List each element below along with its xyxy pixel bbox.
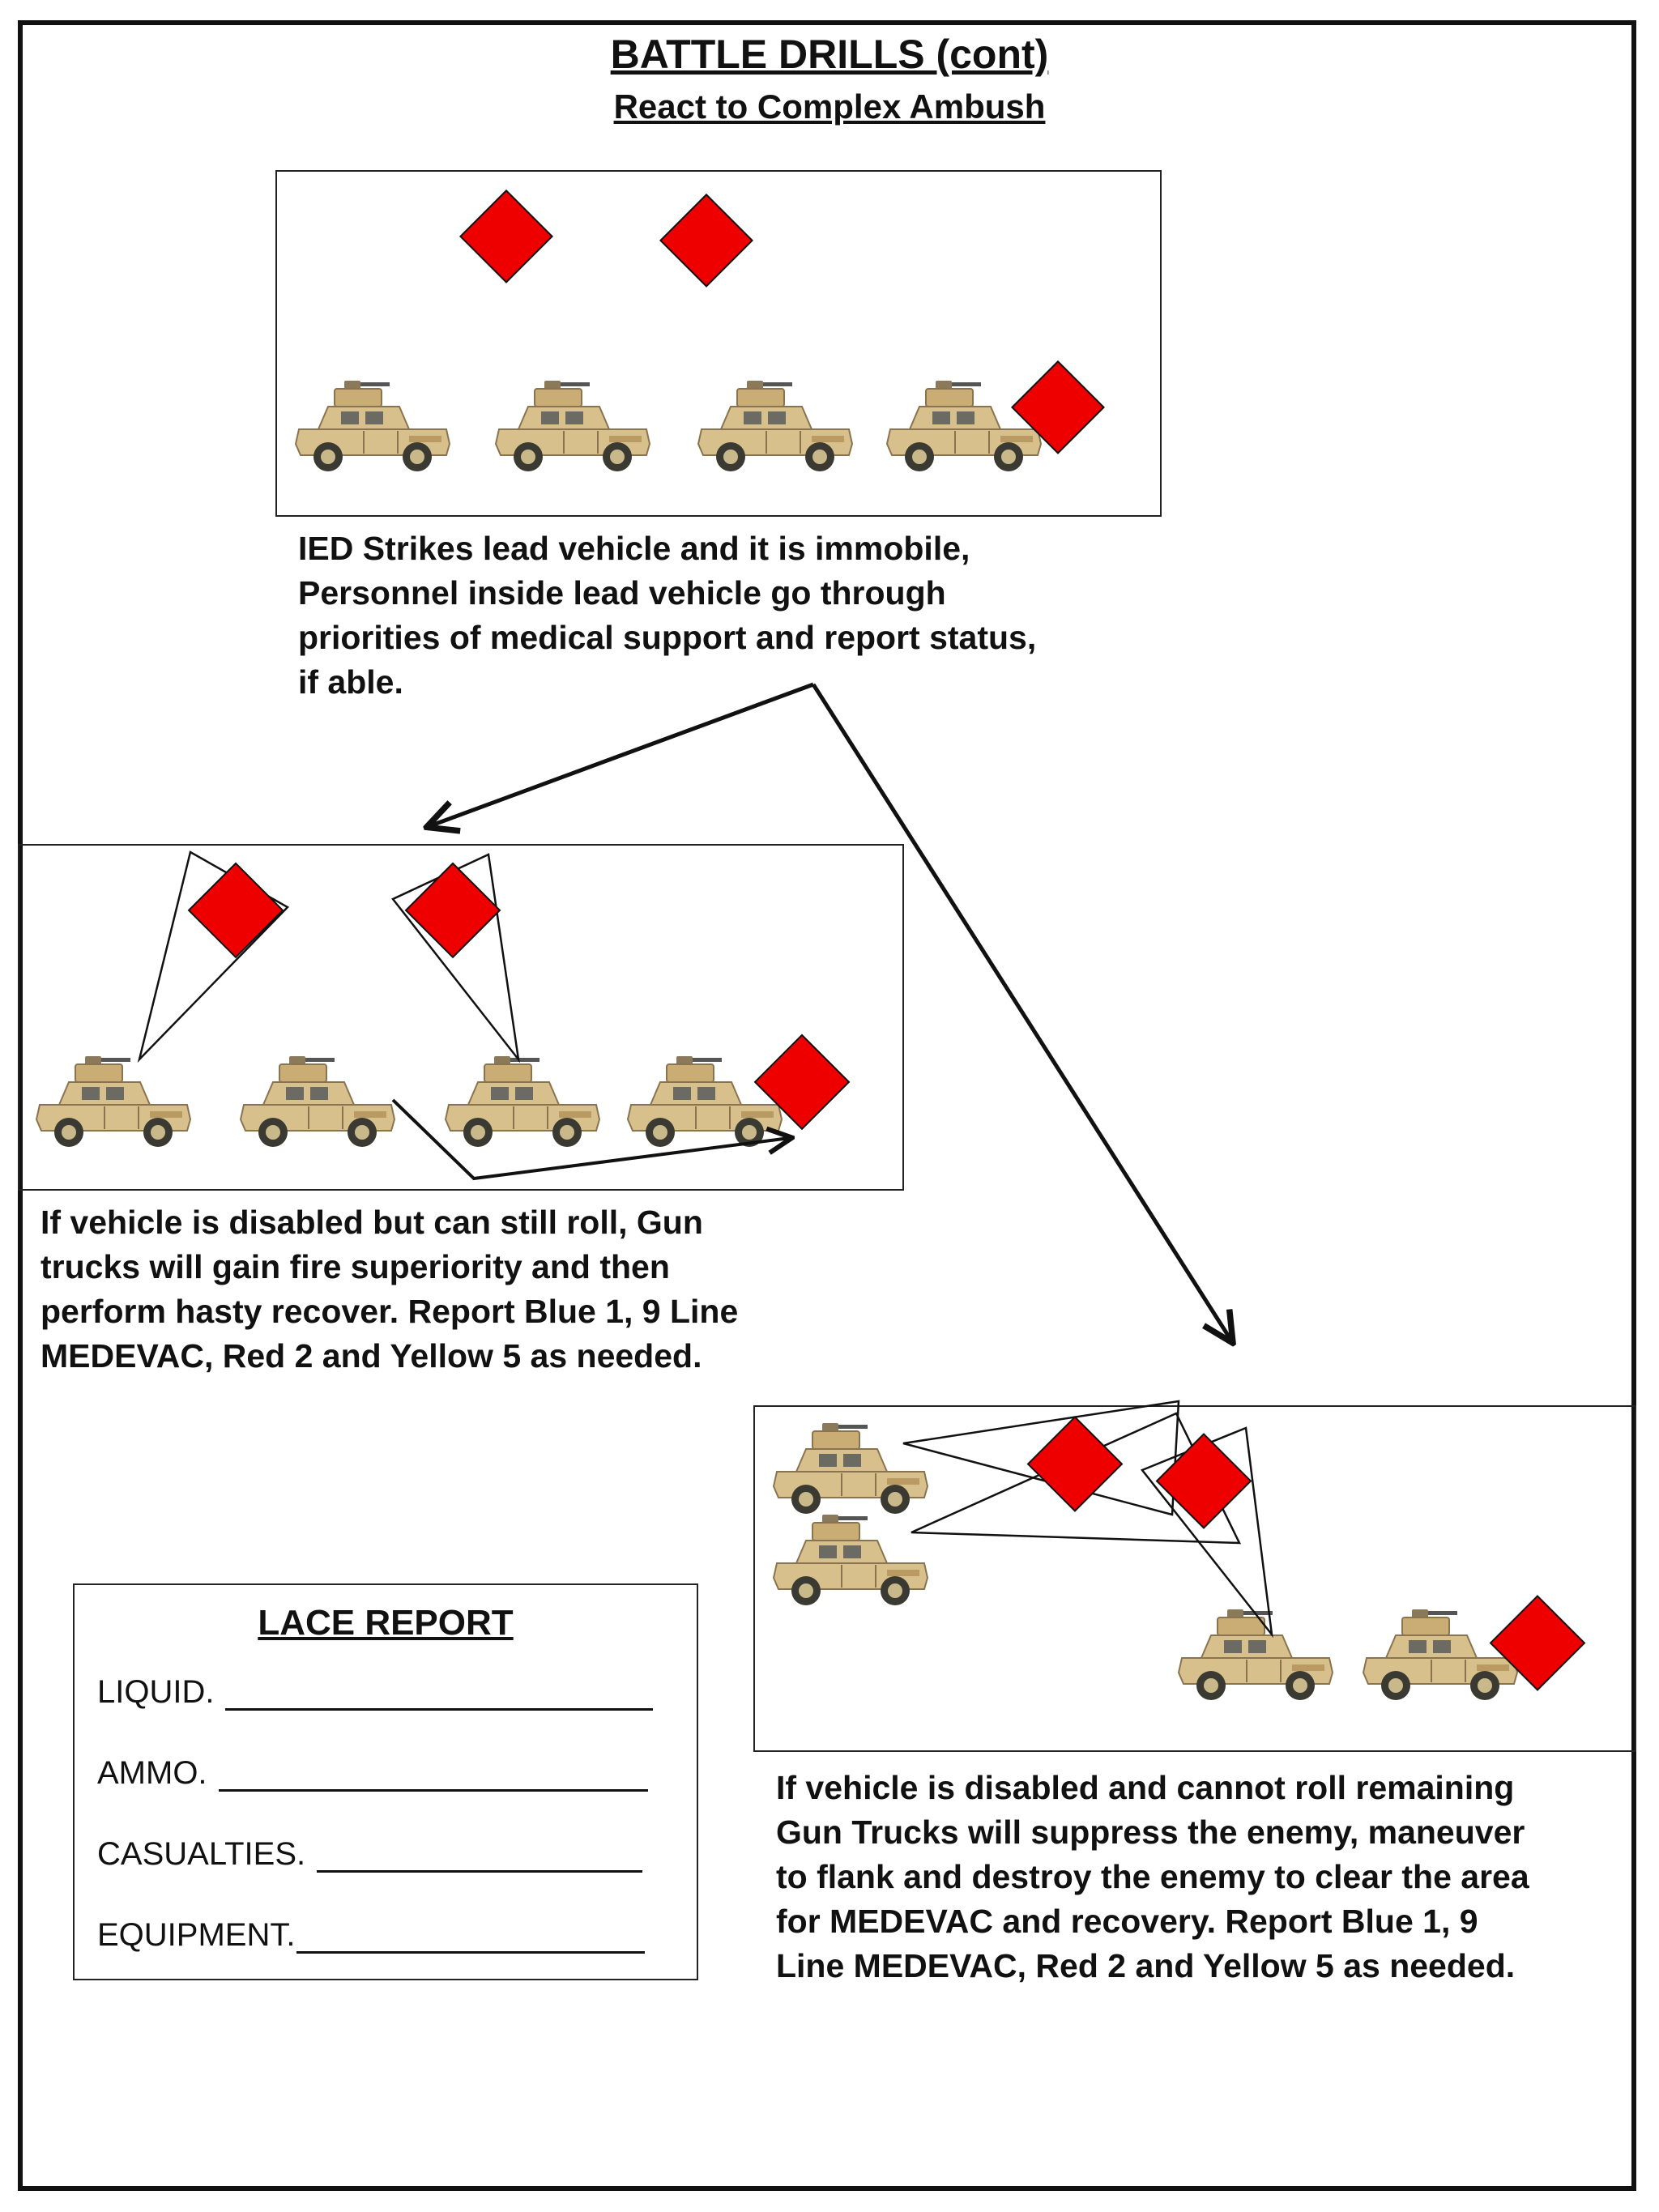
scenario-panel-1 [275, 170, 1162, 517]
humvee-icon [1363, 1609, 1518, 1701]
equipment-blank-line[interactable] [296, 1920, 646, 1954]
scenario-panel-2 [18, 844, 904, 1191]
lace-report-title: LACE REPORT [258, 1603, 514, 1643]
panel-3-graphics [773, 1400, 1586, 1701]
page-title: BATTLE DRILLS (cont) [610, 32, 1049, 77]
red-diamond-enemy-icon [753, 1034, 851, 1131]
red-diamond-enemy-icon [1489, 1595, 1586, 1691]
fire-sector-line [902, 1400, 1180, 1516]
scenario-panel-3 [753, 1405, 1636, 1752]
caption-line: If vehicle is disabled but can still rol… [41, 1204, 703, 1241]
casualties-blank-line[interactable] [317, 1839, 643, 1873]
humvee-icon [445, 1055, 600, 1148]
caption-line: for MEDEVAC and recovery. Report Blue 1,… [776, 1903, 1478, 1940]
caption-line: Gun Trucks will suppress the enemy, mane… [776, 1813, 1525, 1851]
scenario-caption-2: If vehicle is disabled but can still rol… [41, 1200, 738, 1379]
page-subtitle: React to Complex Ambush [613, 87, 1046, 126]
lace-label: CASUALTIES. [97, 1836, 306, 1872]
humvee-icon [773, 1422, 928, 1515]
lace-label: EQUIPMENT. [97, 1917, 296, 1953]
caption-line: MEDEVAC, Red 2 and Yellow 5 as needed. [41, 1337, 702, 1375]
humvee-icon [1178, 1609, 1333, 1701]
caption-line: IED Strikes lead vehicle and it is immob… [298, 530, 970, 567]
lace-label: LIQUID. [97, 1674, 215, 1710]
panel-2-graphics [36, 850, 851, 1181]
page-frame [18, 20, 1636, 2191]
scenario-caption-1: IED Strikes lead vehicle and it is immob… [298, 526, 1036, 705]
humvee-icon [773, 1514, 928, 1606]
red-diamond-enemy-icon [1011, 360, 1105, 454]
recovery-path-arrow [391, 1098, 790, 1181]
panel-1-graphics [295, 189, 1105, 472]
humvee-icon [886, 380, 1042, 472]
caption-line: trucks will gain fire superiority and th… [41, 1248, 670, 1285]
humvee-icon [295, 380, 450, 472]
humvee-icon [697, 380, 853, 472]
red-diamond-enemy-icon [459, 189, 553, 283]
fire-sector-line [137, 850, 290, 1063]
red-diamond-enemy-icon [1155, 1433, 1252, 1529]
flow-arrow [429, 682, 814, 826]
caption-line: if able. [298, 663, 403, 701]
liquid-blank-line[interactable] [225, 1677, 654, 1711]
red-diamond-enemy-icon [404, 862, 501, 959]
caption-line: to flank and destroy the enemy to clear … [776, 1858, 1529, 1895]
caption-line: Line MEDEVAC, Red 2 and Yellow 5 as need… [776, 1947, 1516, 1984]
humvee-icon [627, 1055, 783, 1148]
lace-label: AMMO. [97, 1755, 207, 1791]
ammo-blank-line[interactable] [218, 1758, 648, 1792]
caption-line: priorities of medical support and report… [298, 619, 1037, 656]
scenario-caption-3: If vehicle is disabled and cannot roll r… [776, 1766, 1529, 1988]
red-diamond-enemy-icon [659, 193, 753, 288]
humvee-icon [495, 380, 650, 472]
lace-row-equipment: EQUIPMENT. [97, 1917, 646, 1954]
caption-line: If vehicle is disabled and cannot roll r… [776, 1769, 1515, 1806]
red-diamond-enemy-icon [187, 862, 284, 959]
humvee-icon [240, 1055, 395, 1148]
caption-line: perform hasty recover. Report Blue 1, 9 … [41, 1293, 739, 1330]
lace-row-liquid: LIQUID. [97, 1674, 654, 1711]
red-diamond-enemy-icon [1026, 1416, 1124, 1512]
lace-report-box: LACE REPORT LIQUID. AMMO. CASUALTIES. EQ… [73, 1583, 698, 1980]
caption-line: Personnel inside lead vehicle go through [298, 574, 946, 612]
lace-row-ammo: AMMO. [97, 1755, 648, 1792]
flow-arrow [811, 683, 1231, 1340]
lace-row-casualties: CASUALTIES. [97, 1836, 643, 1873]
humvee-icon [36, 1055, 191, 1148]
